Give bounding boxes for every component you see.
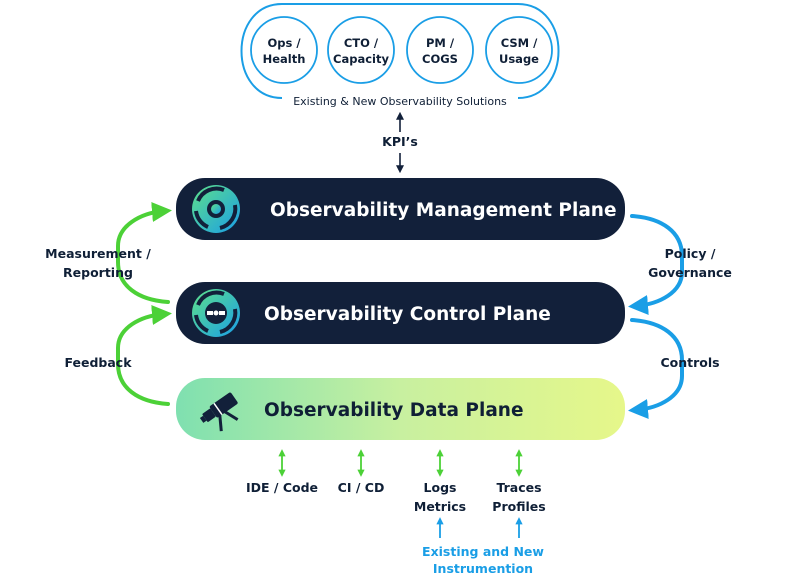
source-label-metrics: Metrics [414, 499, 466, 514]
management-plane: Observability Management Plane [176, 178, 625, 240]
feedback-label: Feedback [64, 355, 132, 370]
data-sources: IDE / Code CI / CD Logs Metrics Traces P… [246, 449, 546, 576]
telescope-icon [199, 392, 239, 432]
solutions-outline [240, 3, 560, 99]
policy-label-line2: Governance [648, 265, 732, 280]
policy-arrow-down [628, 214, 684, 315]
solution-label-line1: CTO / [344, 36, 379, 50]
solution-label-line1: Ops / [267, 36, 301, 50]
solution-circle-csm-usage: CSM / Usage [485, 16, 553, 84]
observability-globe-icon [192, 185, 240, 233]
measurement-label-line1: Measurement / [45, 246, 151, 261]
data-plane-title: Observability Data Plane [264, 400, 524, 421]
source-label-profiles: Profiles [492, 499, 545, 514]
solution-circle-cto-capacity: CTO / Capacity [327, 16, 395, 84]
data-plane: Observability Data Plane [176, 378, 625, 440]
controls-arrow-down [628, 318, 684, 419]
right-control-arrows: Policy / Governance Controls [628, 214, 732, 419]
solution-label-line2: COGS [422, 52, 458, 66]
source-label-logs: Logs [424, 480, 457, 495]
solutions-caption: Existing & New Observability Solutions [293, 95, 507, 108]
solution-circle-pm-cogs: PM / COGS [406, 16, 474, 84]
solution-label-line1: CSM / [501, 36, 538, 50]
satellite-globe-icon [192, 289, 240, 337]
instrumentation-label-line2: Instrumention [433, 561, 533, 575]
policy-label-line1: Policy / [665, 246, 716, 261]
solution-label-line2: Capacity [333, 52, 389, 66]
source-label-ide-code: IDE / Code [246, 480, 318, 495]
solution-label-line2: Health [263, 52, 306, 66]
solutions-group: Ops / Health CTO / Capacity PM / COGS CS… [240, 3, 560, 108]
feedback-arrow-up [116, 305, 172, 406]
control-plane: Observability Control Plane [176, 282, 625, 344]
solution-circle-ops-health: Ops / Health [250, 16, 318, 84]
source-label-ci-cd: CI / CD [338, 480, 385, 495]
management-plane-title: Observability Management Plane [270, 200, 617, 221]
kpi-label: KPI’s [382, 134, 418, 149]
measurement-arrow-up [116, 202, 172, 304]
controls-label: Controls [660, 355, 719, 370]
measurement-label-line2: Reporting [63, 265, 133, 280]
control-plane-title: Observability Control Plane [264, 304, 551, 325]
instrumentation-label-line1: Existing and New [422, 544, 544, 559]
kpi-connector: KPI’s [382, 111, 418, 174]
left-feedback-arrows: Measurement / Reporting Feedback [45, 202, 172, 406]
solution-label-line2: Usage [499, 52, 539, 66]
solution-label-line1: PM / [426, 36, 455, 50]
source-label-traces: Traces [496, 480, 541, 495]
